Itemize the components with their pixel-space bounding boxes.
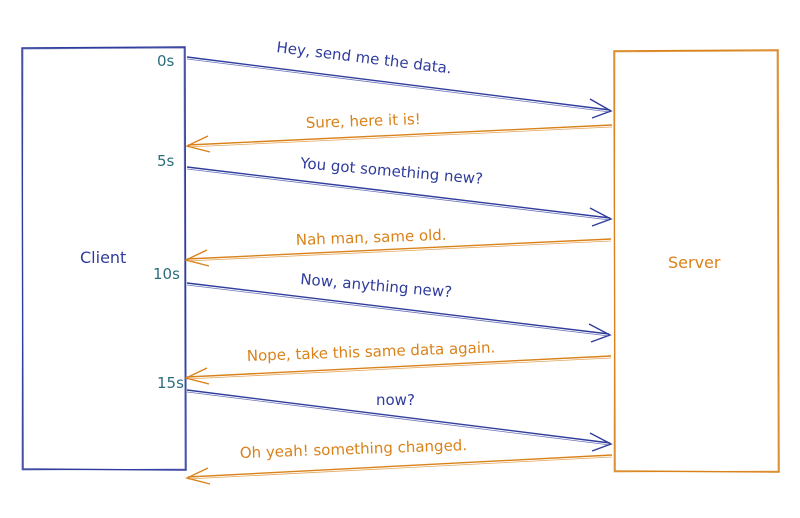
message-label-5: Now, anything new? xyxy=(300,270,453,301)
time-label-0s: 0s xyxy=(157,52,175,70)
message-arrow-4: Nah man, same old. xyxy=(183,226,612,267)
message-arrow-8: Oh yeah! something changed. xyxy=(184,436,613,485)
message-arrow-7: now? xyxy=(186,389,613,452)
server-label: Server xyxy=(668,253,721,272)
message-label-8: Oh yeah! something changed. xyxy=(240,436,468,462)
client-label: Client xyxy=(80,248,126,267)
message-label-4: Nah man, same old. xyxy=(296,226,447,249)
message-arrow-6: Nope, take this same data again. xyxy=(183,338,612,385)
message-label-6: Nope, take this same data again. xyxy=(247,338,496,365)
message-arrow-1: Hey, send me the data. xyxy=(186,38,613,119)
message-arrow-3: You got something new? xyxy=(186,154,613,227)
server-box: Server xyxy=(613,49,780,473)
message-arrow-5: Now, anything new? xyxy=(186,270,612,343)
message-label-7: now? xyxy=(376,391,415,409)
client-box: Client xyxy=(21,46,187,471)
message-label-2: Sure, here it is! xyxy=(306,110,422,132)
time-label-10s: 10s xyxy=(153,265,180,283)
time-label-15s: 15s xyxy=(157,374,184,392)
message-arrow-2: Sure, here it is! xyxy=(184,110,613,153)
message-label-3: You got something new? xyxy=(299,154,484,188)
time-label-5s: 5s xyxy=(157,152,175,170)
